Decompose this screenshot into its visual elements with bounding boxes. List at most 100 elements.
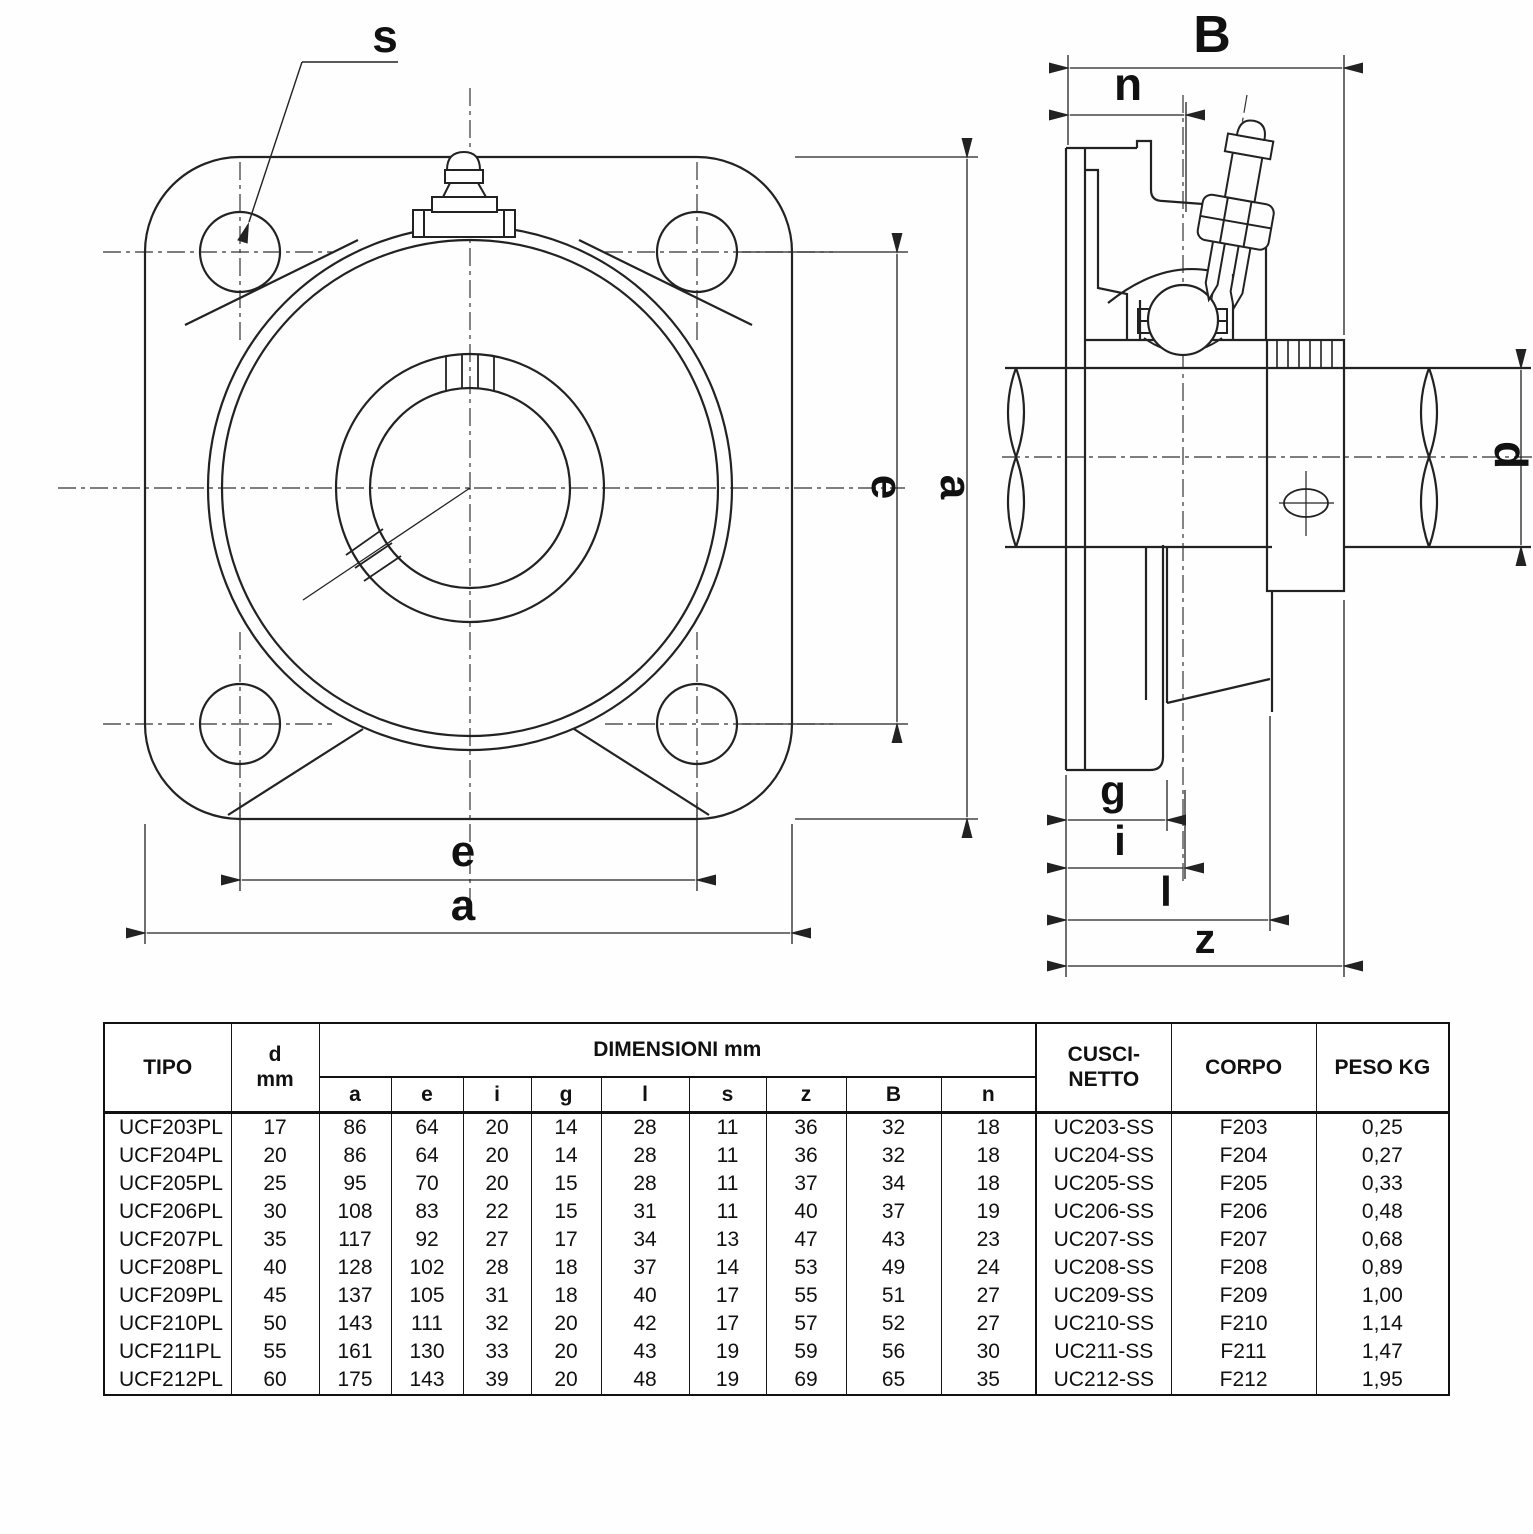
table-cell: 0,68 — [1315, 1226, 1450, 1254]
table-cell: F205 — [1170, 1170, 1317, 1198]
table-cell: 161 — [318, 1338, 392, 1366]
table-cell: 69 — [765, 1366, 847, 1395]
table-cell: 28 — [600, 1142, 690, 1170]
table-cell: 0,48 — [1315, 1198, 1450, 1226]
table-cell: 23 — [940, 1226, 1037, 1254]
table-cell: F207 — [1170, 1226, 1317, 1254]
table-cell: 65 — [845, 1366, 942, 1395]
table-cell: 102 — [390, 1254, 464, 1282]
table-cell: 56 — [845, 1338, 942, 1366]
table-cell: 1,14 — [1315, 1310, 1450, 1338]
header-dim-B: B — [845, 1076, 942, 1114]
table-cell: 0,25 — [1315, 1112, 1450, 1142]
grease-fitting-side — [1196, 119, 1275, 311]
table-cell: 105 — [390, 1282, 464, 1310]
dim-label-g: g — [1100, 767, 1126, 814]
table-cell: 17 — [688, 1282, 767, 1310]
table-cell: 55 — [765, 1282, 847, 1310]
table-cell: 95 — [318, 1170, 392, 1198]
table-cell: F204 — [1170, 1142, 1317, 1170]
table-cell: F211 — [1170, 1338, 1317, 1366]
bearing-ball — [1146, 283, 1220, 357]
table-cell: 11 — [688, 1170, 767, 1198]
table-cell: 17 — [530, 1226, 602, 1254]
table-cell: 32 — [462, 1310, 532, 1338]
set-screw-lower-left — [302, 487, 471, 601]
table-cell: 86 — [318, 1112, 392, 1142]
table-cell: 43 — [845, 1226, 942, 1254]
header-dim-a: a — [318, 1076, 392, 1114]
table-cell: UCF205PL — [103, 1170, 232, 1198]
table-cell: 18 — [940, 1112, 1037, 1142]
header-dim-l: l — [600, 1076, 690, 1114]
table-cell: UC207-SS — [1035, 1226, 1172, 1254]
header-d-unit: mm — [256, 1067, 294, 1091]
table-cell: UCF207PL — [103, 1226, 232, 1254]
header-dim-e: e — [390, 1076, 464, 1114]
locking-collar — [1265, 338, 1346, 593]
table-cell: 20 — [530, 1366, 602, 1395]
table-cell: 57 — [765, 1310, 847, 1338]
table-cell: 22 — [462, 1198, 532, 1226]
table-cell: 30 — [230, 1198, 320, 1226]
table-cell: 0,33 — [1315, 1170, 1450, 1198]
drawing-canvas: s e a e a — [58, 6, 1533, 977]
table-cell: 24 — [940, 1254, 1037, 1282]
table-cell: 117 — [318, 1226, 392, 1254]
table-cell: 92 — [390, 1226, 464, 1254]
table-cell: 32 — [845, 1142, 942, 1170]
table-cell: 40 — [230, 1254, 320, 1282]
table-cell: 1,47 — [1315, 1338, 1450, 1366]
table-cell: 64 — [390, 1112, 464, 1142]
table-cell: 27 — [940, 1310, 1037, 1338]
table-cell: 86 — [318, 1142, 392, 1170]
table-cell: 111 — [390, 1310, 464, 1338]
side-bottom-dims — [1047, 600, 1363, 977]
front-bottom-dims — [126, 803, 811, 944]
table-cell: 143 — [390, 1366, 464, 1395]
table-cell: UCF206PL — [103, 1198, 232, 1226]
table-cell: 55 — [230, 1338, 320, 1366]
header-cuscinetto-line1: CUSCI- — [1067, 1043, 1140, 1067]
table-cell: 53 — [765, 1254, 847, 1282]
table-cell: 34 — [845, 1170, 942, 1198]
dim-label-z: z — [1195, 915, 1216, 962]
table-cell: 50 — [230, 1310, 320, 1338]
table-cell: 39 — [462, 1366, 532, 1395]
table-cell: 48 — [600, 1366, 690, 1395]
table-cell: 175 — [318, 1366, 392, 1395]
table-cell: UCF204PL — [103, 1142, 232, 1170]
table-cell: 52 — [845, 1310, 942, 1338]
s-leader: s — [237, 10, 398, 244]
table-cell: UC203-SS — [1035, 1112, 1172, 1142]
table-cell: UC208-SS — [1035, 1254, 1172, 1282]
bearing-section — [1137, 283, 1228, 357]
header-dim-z: z — [765, 1076, 847, 1114]
dim-label-B: B — [1193, 6, 1231, 64]
grease-fitting-front — [412, 150, 516, 238]
table-cell: 143 — [318, 1310, 392, 1338]
dim-label-i: i — [1114, 817, 1126, 864]
dim-label-a-bottom: a — [451, 881, 476, 930]
table-cell: 13 — [688, 1226, 767, 1254]
header-d-symbol: d — [268, 1043, 282, 1067]
side-top-dims — [1049, 55, 1363, 335]
dim-label-d: d — [1485, 441, 1533, 469]
header-cuscinetto: CUSCI- NETTO — [1035, 1022, 1172, 1114]
table-cell: UC211-SS — [1035, 1338, 1172, 1366]
table-cell: 51 — [845, 1282, 942, 1310]
table-cell: 0,27 — [1315, 1142, 1450, 1170]
table-cell: 108 — [318, 1198, 392, 1226]
bearing-circles — [206, 224, 734, 752]
table-cell: 36 — [765, 1142, 847, 1170]
table-cell: 28 — [462, 1254, 532, 1282]
table-cell: 35 — [940, 1366, 1037, 1395]
side-view: B n d g i l z — [1002, 6, 1533, 977]
table-cell: 20 — [462, 1170, 532, 1198]
header-dim-g: g — [530, 1076, 602, 1114]
